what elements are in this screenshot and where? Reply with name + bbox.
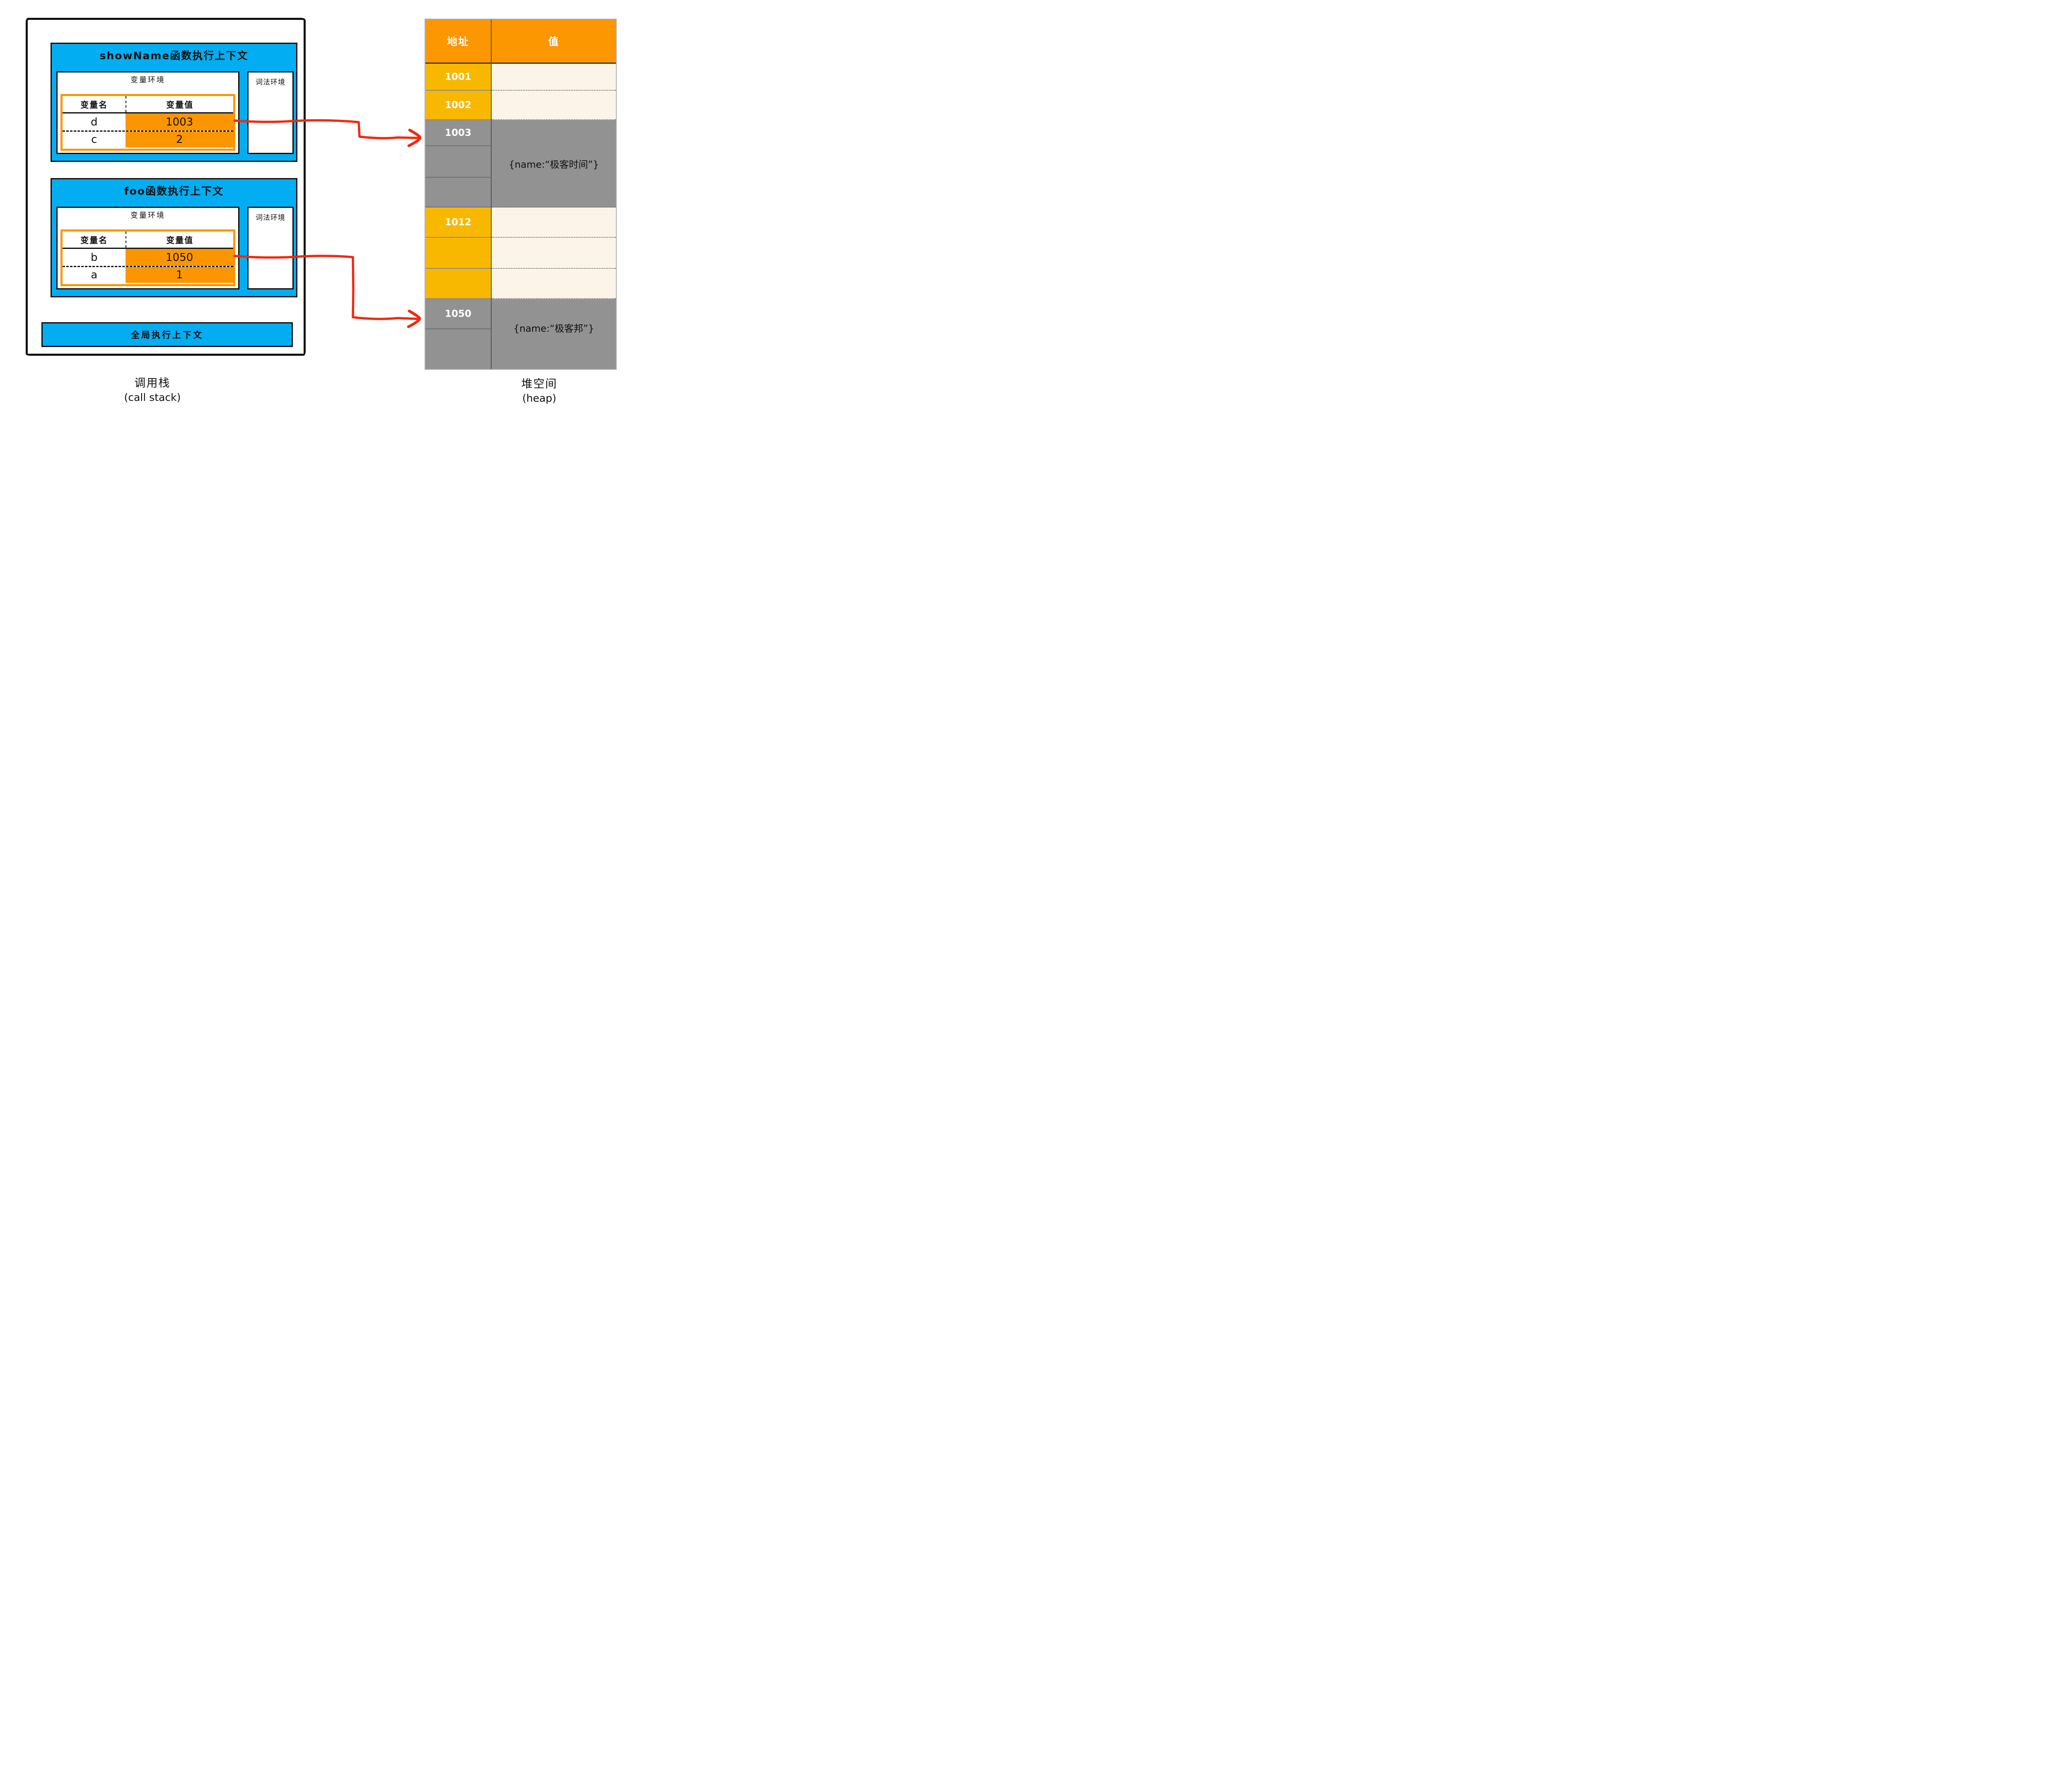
heap-address-column: 地址 1001 1002 1003 1012 1050 bbox=[425, 19, 492, 369]
heap-address-cell: 1012 bbox=[425, 207, 491, 238]
arrowhead-1050-icon bbox=[407, 309, 421, 328]
call-stack-caption: 调用栈 bbox=[134, 377, 171, 390]
variables-table: 变量名 变量值 d 1003 c 2 bbox=[60, 94, 235, 151]
heap-address-cell bbox=[425, 238, 491, 269]
lexical-env-box: 词法环境 bbox=[247, 71, 294, 154]
heap-table: 地址 1001 1002 1003 1012 1050 值 {name:“极客时… bbox=[425, 19, 617, 370]
variable-name-cell: d bbox=[63, 113, 126, 130]
variable-env-box: 变量环境 变量名 变量值 b 1050 a 1 bbox=[56, 207, 239, 289]
heap-object-value: {name:“极客邦”} bbox=[492, 299, 616, 369]
table-row: a 1 bbox=[63, 266, 233, 283]
heap-value-cell bbox=[492, 207, 616, 238]
variable-name-cell: b bbox=[63, 249, 126, 266]
table-row: c 2 bbox=[63, 130, 233, 147]
frame-title: showName函数执行上下文 bbox=[99, 50, 249, 62]
memory-model-diagram: showName函数执行上下文 变量环境 变量名 变量值 d 1003 c 2 … bbox=[0, 0, 649, 412]
lexical-env-label: 词法环境 bbox=[256, 78, 285, 87]
heap-object-value: {name:“极客时间”} bbox=[492, 120, 616, 207]
column-header-value: 变量值 bbox=[126, 232, 233, 248]
heap-address-cell bbox=[425, 329, 491, 369]
variables-table-header: 变量名 变量值 bbox=[63, 96, 233, 113]
table-row: b 1050 bbox=[63, 249, 233, 266]
heap-address-cell: 1001 bbox=[425, 64, 491, 91]
heap-value-cell bbox=[492, 269, 616, 299]
variable-env-label: 变量环境 bbox=[130, 211, 165, 220]
heap-address-cell: 1050 bbox=[425, 299, 491, 329]
variable-name-cell: a bbox=[63, 267, 126, 283]
heap-value-cell bbox=[492, 238, 616, 269]
heap-value-column: 值 {name:“极客时间”} {name:“极客邦”} bbox=[492, 19, 616, 369]
heap-address-cell bbox=[425, 269, 491, 299]
heap-address-cell bbox=[425, 178, 491, 207]
frame-title: foo函数执行上下文 bbox=[124, 185, 224, 197]
heap-header-value: 值 bbox=[492, 19, 616, 64]
variable-value-cell: 1 bbox=[126, 267, 233, 283]
heap-header-address: 地址 bbox=[425, 19, 491, 64]
variable-value-cell: 1003 bbox=[126, 113, 233, 130]
execution-context-frame-foo: foo函数执行上下文 变量环境 变量名 变量值 b 1050 a 1 词法环境 bbox=[51, 178, 297, 297]
heap-value-cell bbox=[492, 64, 616, 91]
lexical-env-label: 词法环境 bbox=[256, 214, 285, 222]
table-row: d 1003 bbox=[63, 113, 233, 130]
heap-caption: 堆空间 bbox=[521, 378, 558, 391]
heap-address-cell: 1003 bbox=[425, 120, 491, 146]
variables-table: 变量名 变量值 b 1050 a 1 bbox=[60, 229, 235, 286]
variable-value-cell: 1050 bbox=[126, 249, 233, 266]
column-header-name: 变量名 bbox=[80, 235, 108, 245]
variable-env-label: 变量环境 bbox=[130, 76, 165, 84]
variable-env-box: 变量环境 变量名 变量值 d 1003 c 2 bbox=[56, 71, 239, 154]
heap-value-cell bbox=[492, 91, 616, 120]
variables-table-header: 变量名 变量值 bbox=[63, 232, 233, 249]
heap-address-cell bbox=[425, 146, 491, 178]
execution-context-frame-showname: showName函数执行上下文 变量环境 变量名 变量值 d 1003 c 2 … bbox=[51, 43, 297, 162]
variable-name-cell: c bbox=[63, 132, 126, 147]
lexical-env-box: 词法环境 bbox=[247, 207, 294, 289]
call-stack-caption-en: (call stack) bbox=[124, 391, 181, 403]
column-header-name: 变量名 bbox=[80, 100, 108, 110]
heap-caption-en: (heap) bbox=[522, 392, 556, 404]
global-context-bar: 全局执行上下文 bbox=[41, 322, 293, 347]
variable-value-cell: 2 bbox=[126, 132, 233, 147]
arrowhead-1003-icon bbox=[407, 128, 422, 147]
heap-address-cell: 1002 bbox=[425, 91, 491, 120]
column-header-value: 变量值 bbox=[126, 96, 233, 112]
